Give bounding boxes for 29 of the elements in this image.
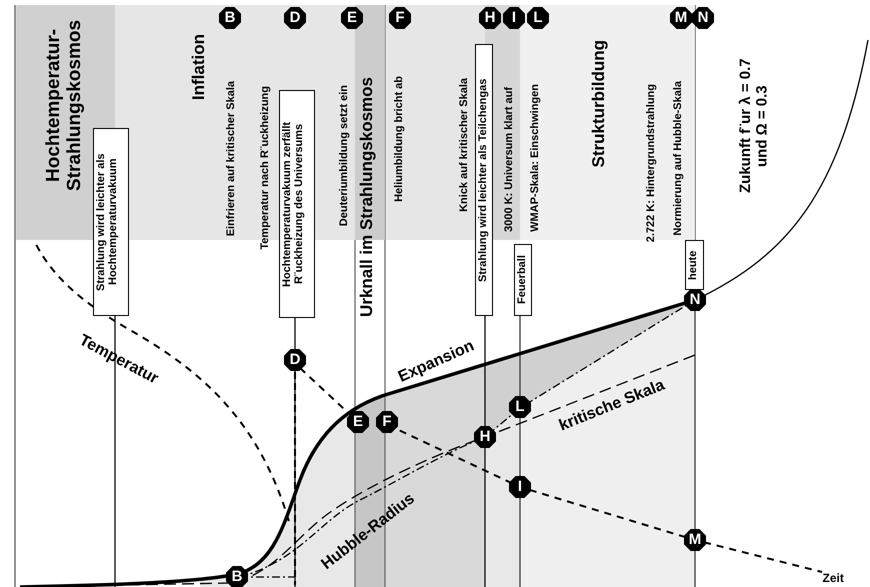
event-marker: N — [684, 289, 706, 311]
event-marker: B — [226, 566, 248, 587]
event-marker: M — [684, 529, 706, 551]
event-text: Normierung auf Hubble-Skala — [672, 81, 684, 236]
event-marker: M — [670, 7, 692, 29]
text-box: heute — [685, 240, 704, 290]
event-text: WMAP-Skala: Einschwingen — [529, 84, 542, 232]
curve-label: Zeit — [822, 571, 844, 585]
event-marker: B — [219, 7, 241, 29]
event-text: Deuteriumbildung setzt ein — [338, 84, 350, 226]
event-marker: D — [284, 349, 306, 371]
event-text: 3000 K: Universum klart auf — [503, 87, 516, 232]
text-box: Feuerball — [514, 244, 532, 316]
text-box: Hochtemperaturvakuum zerfällt R¨uckheizung des Universums — [279, 90, 315, 318]
band-heading: Strukturbildung — [590, 40, 609, 167]
band-heading: Urknall im Strahlungskosmos — [358, 77, 377, 317]
event-marker: N — [692, 7, 714, 29]
band-heading: Hochtemperatur-Strahlungskosmos — [44, 18, 86, 193]
event-text: Knick auf kritischer Skala — [458, 78, 470, 212]
era-band — [16, 5, 93, 240]
text-box: Strahlung wird leichter als Hochtemperaturvakuum — [93, 128, 129, 316]
text-box: Strahlung wird leichter als Teilchengas — [475, 44, 493, 316]
event-text: Einfrieren auf kritischer Skala — [225, 80, 238, 236]
band-heading: Inflation — [190, 34, 209, 100]
event-marker: D — [284, 7, 306, 29]
event-marker: L — [527, 7, 549, 29]
note-text: Zukunft f¨ur λ = 0.7 und Ω = 0.3 — [738, 58, 772, 196]
event-text: 2.722 K: Hintergrundstrahlung — [645, 84, 658, 242]
era-band — [520, 5, 695, 240]
